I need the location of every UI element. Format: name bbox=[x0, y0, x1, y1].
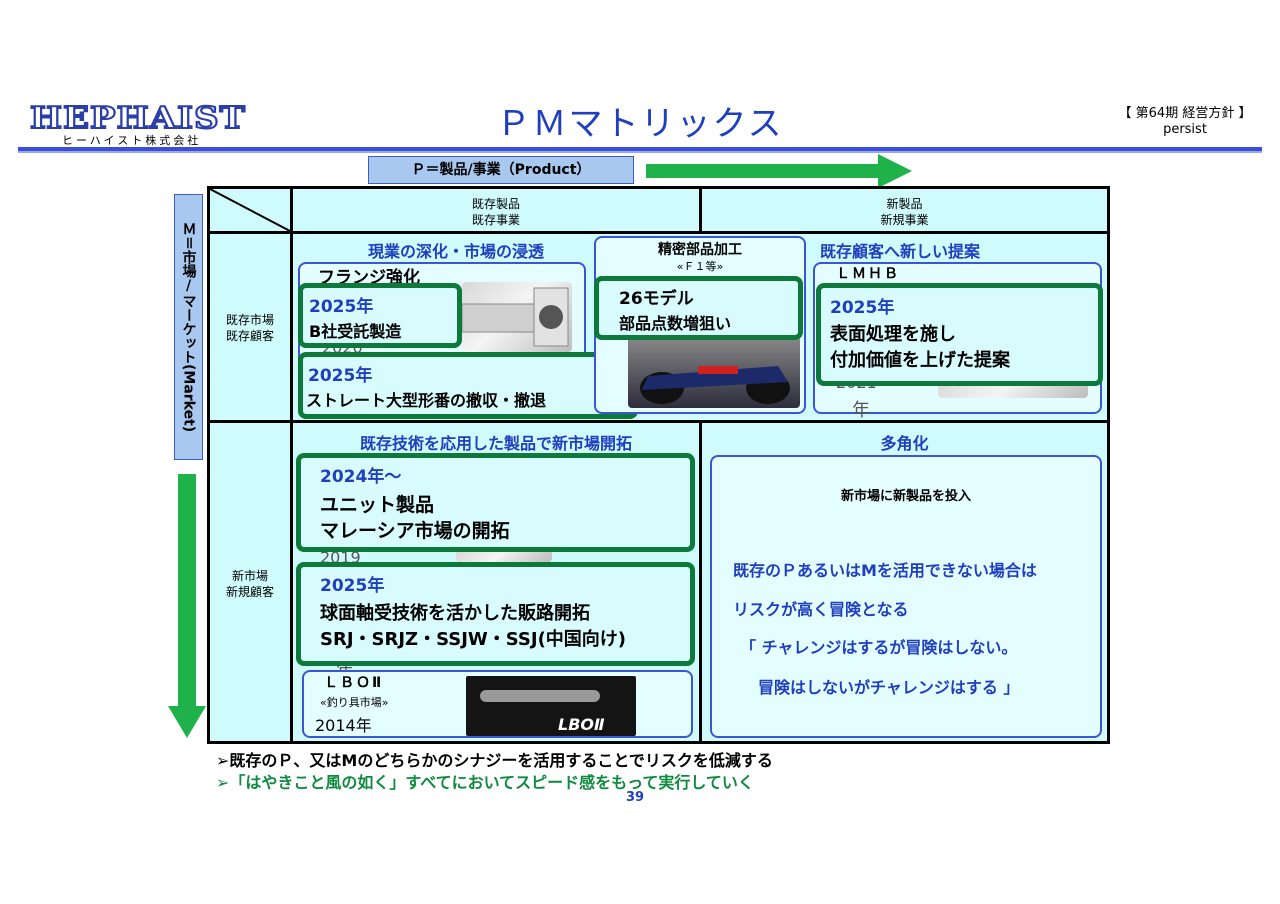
col-existing-line1: 既存製品 bbox=[471, 197, 520, 211]
q1-straight-frame: 2025年 ストレート大型形番の撤収・撤退 bbox=[298, 352, 638, 419]
grid-line-v2-top bbox=[699, 186, 702, 234]
q1b-model-line1: 26モデル bbox=[619, 289, 694, 309]
q3-spherical-line1: 球面軸受技術を活かした販路開拓 bbox=[320, 603, 590, 624]
q2-proposal-line1: 表面処理を施し bbox=[830, 324, 956, 345]
market-axis-jp: Ｍ＝市場/マーケット bbox=[180, 221, 197, 364]
term-sub: persist bbox=[1163, 122, 1207, 137]
q3-spherical-frame: 2025年 球面軸受技術を活かした販路開拓 SRJ・SRJZ・SSJW・SSJ(… bbox=[296, 562, 695, 666]
row-new-line2: 新規顧客 bbox=[225, 585, 274, 599]
row-existing-line2: 既存顧客 bbox=[225, 329, 274, 343]
grid-line-v2-bottom bbox=[699, 421, 702, 744]
q3-lbo-label: ＬＢＯⅡ bbox=[324, 675, 384, 691]
q1b-sub: «Ｆ１等» bbox=[676, 260, 724, 273]
q3-unit-line1: ユニット製品 bbox=[320, 494, 435, 516]
row-header-existing: 既存市場 既存顧客 bbox=[210, 312, 290, 344]
col-new-line2: 新規事業 bbox=[880, 213, 929, 227]
flange-bearing-image bbox=[461, 282, 572, 352]
q4-line1: 既存のＰあるいはMを活用できない場合は bbox=[733, 561, 1037, 580]
footer-bullet-2: ➢「はやきこと風の如く」すべてにおいてスピード感をもって実行していく bbox=[216, 773, 754, 792]
market-axis-en: (Market) bbox=[180, 363, 197, 433]
q4-diversification-card bbox=[710, 455, 1102, 738]
q3-lbo-year: 2014年 bbox=[315, 716, 372, 735]
grid-line-v1 bbox=[290, 186, 293, 744]
f1-car-image bbox=[628, 336, 800, 408]
q4-line3: 「 チャレンジはするが冒険はしない。 bbox=[740, 638, 1018, 657]
row-new-line1: 新市場 bbox=[231, 569, 268, 583]
lbo-logo-text: LBOⅡ bbox=[558, 715, 605, 734]
q3-spherical-year: 2025年 bbox=[320, 576, 385, 596]
q2-proposal-year: 2025年 bbox=[830, 298, 895, 318]
header-rule bbox=[18, 147, 1262, 151]
right-arrow-icon bbox=[646, 154, 912, 188]
col-header-existing: 既存製品 既存事業 bbox=[293, 196, 699, 228]
q1b-title: 精密部品加工 bbox=[658, 242, 742, 258]
q1-straight-text: ストレート大型形番の撤収・撤退 bbox=[306, 391, 547, 410]
q2-proposal-frame: 2025年 表面処理を施し 付加価値を上げた提案 bbox=[816, 283, 1103, 386]
page-title: ＰＭマトリックス bbox=[496, 104, 784, 144]
q4-line2: リスクが高く冒険となる bbox=[733, 600, 909, 619]
col-header-new: 新製品 新規事業 bbox=[702, 196, 1107, 228]
q1-bsha-year: 2025年 bbox=[309, 297, 374, 317]
market-axis-label: Ｍ＝市場/マーケット(Market) bbox=[174, 194, 203, 460]
q2-behind-nen: 年 bbox=[852, 400, 870, 421]
q3-unit-line2: マレーシア市場の開拓 bbox=[320, 520, 510, 542]
q3-unit-frame: 2024年～ ユニット製品 マレーシア市場の開拓 bbox=[296, 453, 695, 552]
q1b-model-frame: 26モデル 部品点数増狙い bbox=[594, 276, 803, 340]
grid-line-h1 bbox=[207, 231, 1110, 234]
corner-diagonal bbox=[210, 189, 290, 231]
q1-straight-year: 2025年 bbox=[308, 366, 373, 386]
col-new-line1: 新製品 bbox=[886, 197, 923, 211]
company-logo: HEPHAIST bbox=[30, 100, 246, 132]
lbo-product-image: LBOⅡ bbox=[466, 676, 636, 736]
q3-spherical-line2: SRJ・SRJZ・SSJW・SSJ(中国向け) bbox=[320, 629, 627, 650]
term-title: 【 第64期 経営方針 】 bbox=[1118, 106, 1252, 121]
q3-lbo-sub: «釣り具市場» bbox=[320, 696, 389, 709]
logo-text: HEPHAIST bbox=[30, 101, 246, 132]
logo-subtitle: ヒーハイスト株式会社 bbox=[62, 134, 202, 147]
col-existing-line2: 既存事業 bbox=[471, 213, 520, 227]
q4-title: 多角化 bbox=[880, 434, 929, 453]
q2-title: 既存顧客へ新しい提案 bbox=[820, 242, 981, 261]
grid-line-h2 bbox=[207, 420, 1110, 423]
q3-unit-year: 2024年～ bbox=[320, 467, 402, 487]
q2-proposal-line2: 付加価値を上げた提案 bbox=[830, 350, 1010, 371]
row-header-new: 新市場 新規顧客 bbox=[210, 568, 290, 600]
page-number: 39 bbox=[625, 790, 645, 805]
q2-lmhb-label: ＬＭＨＢ bbox=[836, 266, 900, 282]
term-label: 【 第64期 経営方針 】 persist bbox=[1100, 106, 1270, 138]
row-existing-line1: 既存市場 bbox=[225, 313, 274, 327]
down-arrow-icon bbox=[168, 474, 206, 738]
q1-bsha-frame: 2025年 B社受託製造 bbox=[298, 283, 462, 348]
q1b-model-line2: 部品点数増狙い bbox=[619, 314, 732, 333]
q1-bsha-text: B社受託製造 bbox=[309, 322, 402, 341]
q4-line4: 冒険はしないがチャレンジはする 」 bbox=[758, 678, 1020, 697]
header-rule-light bbox=[18, 151, 1262, 153]
q3-title: 既存技術を応用した製品で新市場開拓 bbox=[359, 434, 632, 453]
footer-bullet-1: ➢既存のＰ、又はMのどちらかのシナジーを活用することでリスクを低減する bbox=[216, 751, 773, 770]
q4-heading: 新市場に新製品を投入 bbox=[840, 489, 971, 504]
product-axis-label: Ｐ＝製品/事業（Product） bbox=[368, 156, 634, 184]
q1-title: 現業の深化・市場の浸透 bbox=[368, 242, 545, 261]
